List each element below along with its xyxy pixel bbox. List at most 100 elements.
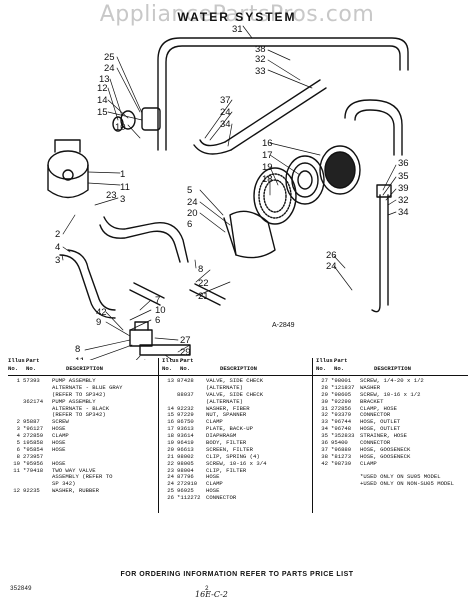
parts-row: ASSEMBLY (REFER TO xyxy=(8,474,156,481)
part-description: HOSE xyxy=(206,487,220,495)
part-description: SP 342) xyxy=(52,480,76,488)
part-number: *92290 xyxy=(331,397,352,405)
callout: 5 xyxy=(187,185,192,196)
left-hose-assembly xyxy=(99,216,189,263)
part-description: CLAMP xyxy=(206,480,223,488)
callout: 6 xyxy=(155,315,160,326)
callout: 24 xyxy=(187,197,198,208)
part-description: VALVE, SIDE CHECK xyxy=(206,390,264,398)
callout: 35 xyxy=(398,171,409,182)
part-description: PUMP ASSEMBLY xyxy=(52,397,96,405)
part-description: HOSE xyxy=(52,425,66,433)
illus-number: 31 xyxy=(321,404,328,412)
part-number: 88037 xyxy=(177,390,194,398)
page-number: 2 xyxy=(205,585,209,592)
callout: 42 xyxy=(96,307,107,318)
callout: 26 xyxy=(326,250,337,261)
part-number: 96925 xyxy=(177,487,194,495)
illus-number: 38 xyxy=(321,452,328,460)
callout: 12 xyxy=(97,83,108,94)
part-description: SCREEN, FILTER xyxy=(206,445,253,453)
callout: 15 xyxy=(97,107,108,118)
part-description: STRAINER, HOSE xyxy=(360,432,407,440)
part-description: SCREW xyxy=(52,418,69,426)
part-number: 57393 xyxy=(23,377,40,384)
side-check-valve xyxy=(112,107,161,132)
illus-number: 8 xyxy=(16,452,20,460)
part-number: *352833 xyxy=(331,432,355,440)
part-number: 362174 xyxy=(23,397,44,405)
callout: 1 xyxy=(120,169,125,180)
callout: 19 xyxy=(262,162,273,173)
hdr-part-2: Part xyxy=(180,357,194,364)
callout: 34 xyxy=(220,119,231,130)
callout: 4 xyxy=(55,242,60,253)
part-number: *96127 xyxy=(23,425,44,433)
callout: 14 xyxy=(97,95,108,106)
parts-table-header: Illus. No. Part No. DESCRIPTION Illus. N… xyxy=(8,357,468,376)
filter-body xyxy=(223,210,276,259)
part-description: WASHER, FIBER xyxy=(206,404,250,412)
callout: 32 xyxy=(398,195,409,206)
illus-number: 25 xyxy=(167,487,174,495)
illus-number: 11 xyxy=(13,466,20,474)
parts-row: 362174 PUMP ASSEMBLY xyxy=(8,397,156,406)
callout-numbers: 31 38 32 33 25 24 13 12 14 15 37 24 34 1… xyxy=(55,24,409,360)
callout: 8 xyxy=(180,358,185,360)
callout: 20 xyxy=(187,208,198,219)
part-number: *112272 xyxy=(177,494,201,502)
part-description: HOSE xyxy=(206,473,220,481)
callout: 36 xyxy=(398,158,409,169)
part-description: CLAMP xyxy=(360,459,377,467)
callout: 39 xyxy=(398,183,409,194)
illus-number: 32 xyxy=(321,411,328,419)
hdr-no-1: No. xyxy=(8,365,19,372)
part-description: +USED ONLY ON NON-SU05 MODEL xyxy=(360,480,454,488)
part-description: HOSE xyxy=(52,445,66,453)
gooseneck-hose-top xyxy=(157,37,409,151)
filter-screen xyxy=(253,167,297,225)
part-number: *121837 xyxy=(331,383,355,391)
part-description: CONNECTOR xyxy=(360,439,391,447)
part-description: WASHER, RUBBER xyxy=(52,487,99,495)
hdr-partno-1: No. xyxy=(26,365,37,372)
hdr-desc-2: DESCRIPTION xyxy=(220,365,257,372)
illus-number: 4 xyxy=(16,432,20,440)
callout: 6 xyxy=(187,219,192,230)
part-number: 195858 xyxy=(23,439,44,447)
illus-number: 10 xyxy=(13,459,20,467)
illus-number: 29 xyxy=(321,390,328,398)
callout: 23 xyxy=(106,190,117,201)
exploded-diagram: 31 38 32 33 25 24 13 12 14 15 37 24 34 1… xyxy=(47,24,409,360)
illus-number: 24 xyxy=(167,480,174,488)
illus-number: 19 xyxy=(167,439,174,447)
figure-id: A-2849 xyxy=(272,322,295,329)
callout: 32 xyxy=(255,54,266,65)
part-number: 272910 xyxy=(177,480,198,488)
illus-number: 12 xyxy=(13,487,20,495)
hdr-desc-3: DESCRIPTION xyxy=(374,365,411,372)
illus-number: 6 xyxy=(16,445,20,453)
illus-number: 17 xyxy=(167,425,174,433)
callout: 3 xyxy=(55,255,60,266)
hdr-illus-2: Illus. xyxy=(162,357,183,364)
right-hose-loop xyxy=(344,99,403,156)
part-description: (REFER TO SP342) xyxy=(52,390,106,398)
part-number: 96613 xyxy=(177,445,194,453)
part-number: 273957 xyxy=(23,452,44,460)
